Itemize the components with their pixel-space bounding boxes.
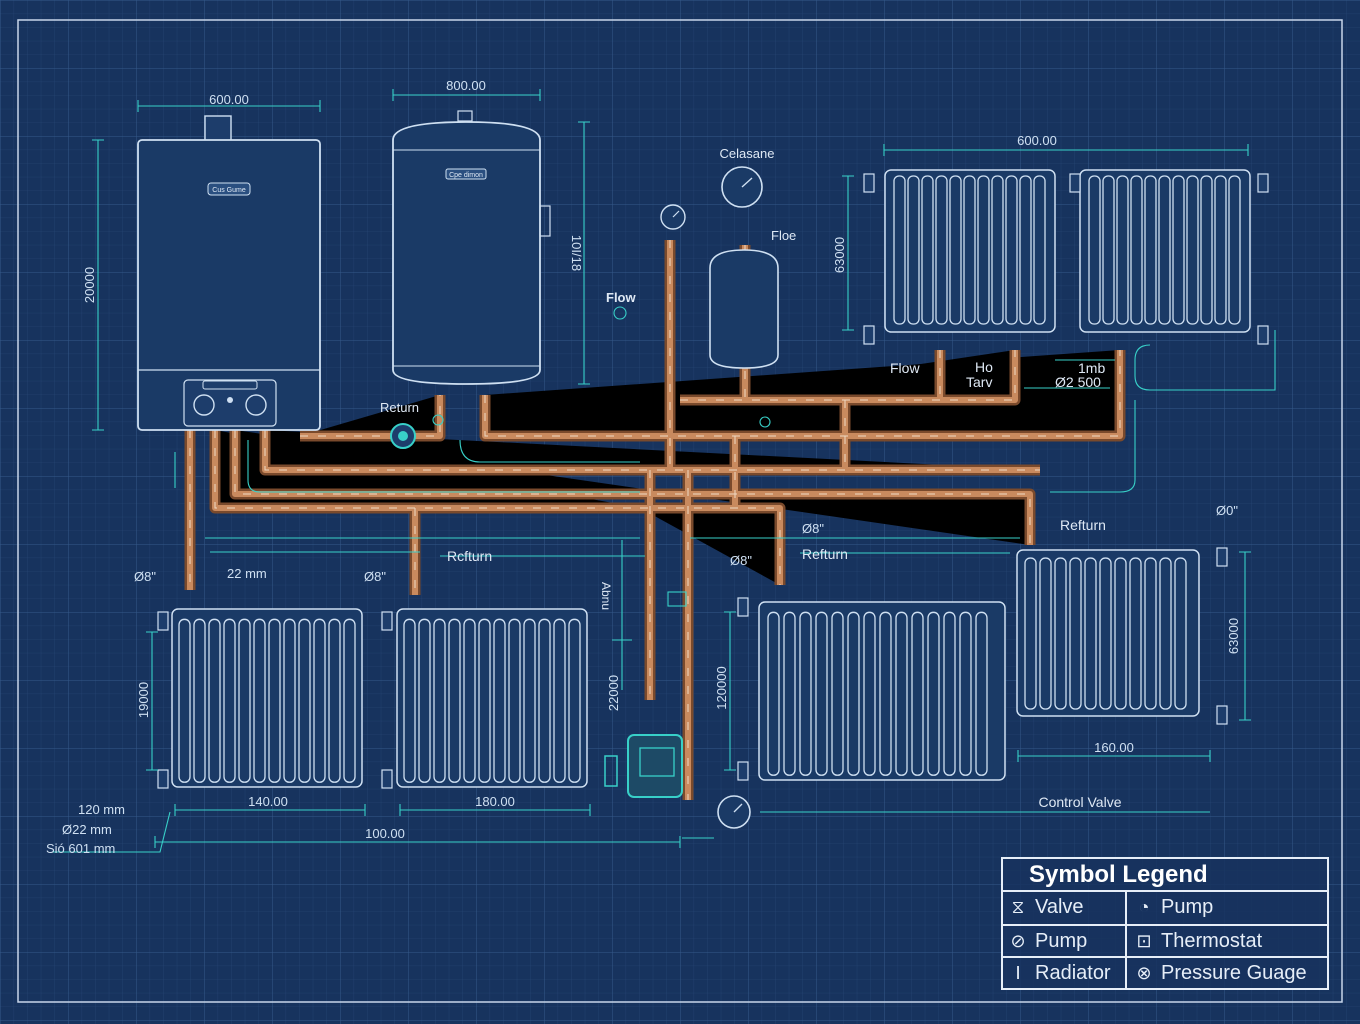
label-refturn-right: Refturn [1060,517,1106,533]
label-return-left: Return [380,400,419,415]
note-d22mm: Ø22 mm [62,822,112,837]
label-ho: Ho [975,359,993,375]
symbol-legend: Symbol Legend ⧖ Valve ◔ Pump ⊘ Pump ⊡ Th… [1001,857,1329,990]
tank-brand-label: Cpe dimon [449,172,483,179]
radiator-valves [157,173,1269,789]
legend-divider [1003,924,1327,926]
radiator-top-right [1079,169,1251,333]
legend-label: Pump [1161,896,1214,918]
radiator-bottom-4 [1016,549,1200,717]
label-tarv: Tarv [966,374,992,390]
label-control-valve: Control Valve [1038,794,1121,810]
boiler: Cus Gume [137,115,321,431]
dim-tank-width: 800.00 [446,78,486,93]
label-flow-left: Flow [606,290,636,305]
label-refturn-center: Refturn [802,546,848,562]
dim-radiator-3-height: 120000 [714,666,729,709]
pump-icon: ⊘ [1010,931,1026,951]
valve-icon: ⧖ [1011,897,1025,917]
expansion-vessel [709,249,779,369]
label-abnu: Abnu [599,582,613,610]
legend-divider [1003,890,1327,892]
dim-boiler-height: 20000 [82,267,97,303]
pressure-gauge-icon: ⊗ [1136,963,1152,983]
pressure-gauge-bottom [717,795,751,829]
dim-radiator-1-width: 140.00 [248,794,288,809]
legend-label: Thermostat [1161,930,1263,952]
label-floe: Floe [771,228,796,243]
dim-boiler-width: 600.00 [209,92,249,107]
annotation-labels: Celasane Floe Flow Return Flow Ho Tarv 1… [380,146,1122,810]
label-rcfturn: Rcfturn [447,548,492,564]
legend-label: Pump [1035,930,1088,952]
dim-tank-height: 10I/18 [569,235,584,271]
dim-vertical-22000: 22000 [606,675,621,711]
circulation-pump-upper [390,423,416,449]
dim-total-width: 100.00 [365,826,405,841]
label-flow-right: Flow [890,360,920,376]
dim-radiator-4-width: 160.00 [1094,740,1134,755]
legend-label: Valve [1035,896,1084,918]
legend-item: ◔ Pump [1133,891,1214,924]
radiator-top-left [884,169,1056,333]
radiator-bottom-3 [758,601,1006,781]
dimension-values: 600.00 20000 800.00 10I/18 600.00 63000 … [46,78,1241,856]
dim-pipe-22mm: 22 mm [227,566,267,581]
legend-item: Ⅰ Radiator [1007,957,1111,990]
dim-radiator-4-height: 63000 [1226,618,1241,654]
legend-item: ⧖ Valve [1007,891,1084,924]
pressure-gauge-top [721,166,763,208]
dim-top-radiator-height: 63000 [832,237,847,273]
dim-d8-a: Ø8" [134,569,156,584]
sheet-border [17,19,1343,1003]
dim-d8-d: Ø8" [802,521,824,536]
note-120mm: 120 mm [78,802,125,817]
label-celasane: Celasane [720,146,775,161]
dim-d8-b: Ø8" [364,569,386,584]
radiator-bottom-2 [396,608,588,788]
circulation-pump-lower [604,734,683,798]
dim-radiator-1-height: 19000 [136,682,151,718]
legend-divider [1003,956,1327,958]
hot-water-tank: Cpe dimon [392,110,551,385]
dimension-lines [52,89,1276,853]
radiator-bottom-1 [171,608,363,788]
dim-top-radiator-width: 600.00 [1017,133,1057,148]
pump-icon: ◔ [1138,897,1150,917]
label-d2500: Ø2 500 [1055,374,1101,390]
cyan-valves [432,306,771,607]
dim-d0: Ø0" [1216,503,1238,518]
dim-d8-c: Ø8" [730,553,752,568]
legend-label: Radiator [1035,962,1111,984]
legend-item: ⊡ Thermostat [1133,925,1262,958]
dim-radiator-2-width: 180.00 [475,794,515,809]
legend-item: ⊗ Pressure Guage [1133,957,1307,990]
pipework [190,240,1120,800]
note-601mm: Sió 601 mm [46,841,115,856]
legend-item: ⊘ Pump [1007,925,1087,958]
legend-column-divider [1125,890,1127,988]
legend-label: Pressure Guage [1161,962,1307,984]
thermostat-icon: ⊡ [1136,931,1152,951]
legend-title: Symbol Legend [1029,861,1208,888]
radiator-icon: Ⅰ [1015,963,1021,983]
label-1mb: 1mb [1078,360,1105,376]
boiler-brand-label: Cus Gume [212,187,246,194]
pressure-gauge-small [660,204,686,230]
